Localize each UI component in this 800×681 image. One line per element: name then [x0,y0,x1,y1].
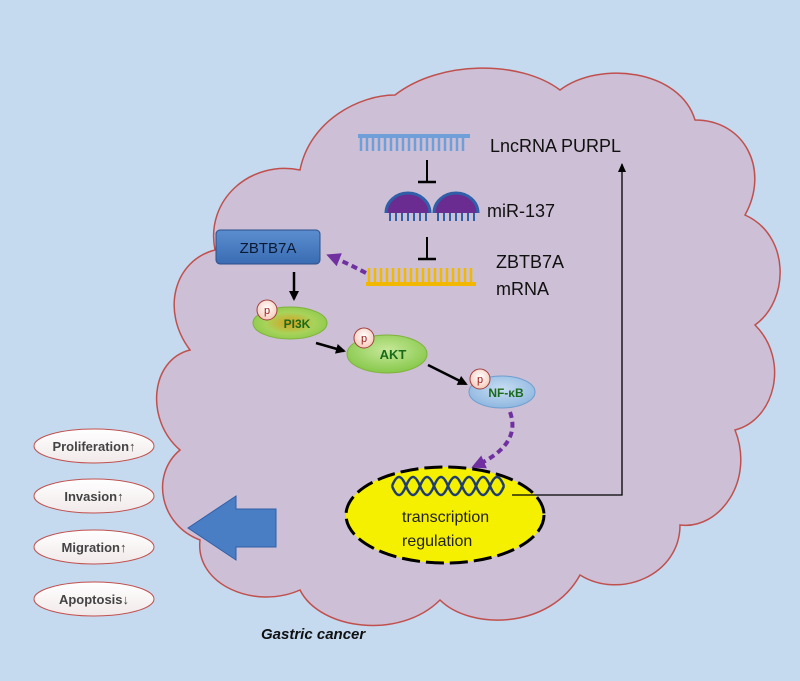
zbtb7a-box-label: ZBTB7A [240,240,297,257]
nfkb-to-nucleus-dashed-arrow [471,411,515,469]
outcome-oval [33,581,155,617]
mirna-bases [389,213,475,221]
mrna-bases [367,268,473,282]
outcome-oval [33,478,155,514]
nfkb-label: NF-κB [488,386,524,400]
lncrna-bases [359,138,465,151]
pi3k-label: PI3K [284,317,311,331]
nfkb-phospho-label: p [477,374,483,386]
lncrna-label: LncRNA PURPL [490,136,621,156]
akt-label: AKT [380,347,407,362]
translation-dashed-arrow [326,253,367,275]
pi3k-phospho-label: p [264,305,270,317]
outcome-arrow [187,495,277,561]
mrna-label-line2: mRNA [496,279,549,299]
zbtb7a-mrna-strand [366,282,476,286]
transcription-label-line2: regulation [402,533,472,550]
mirna-molecule-left [384,191,432,214]
cell-membrane [155,67,781,627]
zbtb7a-protein-box [215,229,321,265]
outcome-oval [33,428,155,464]
akt-phospho-label: p [361,333,367,345]
gastric-cancer-label: Gastric cancer [261,626,366,643]
outcome-label: Invasion↑ [64,489,123,504]
mirna-label: miR-137 [487,201,555,221]
outcome-label: Migration↑ [62,540,127,555]
outcome-label: Apoptosis↓ [59,592,129,607]
arrow-akt-to-nfkb [427,363,468,386]
dna-helix-icon [390,475,506,497]
mrna-label-line1: ZBTB7A [496,252,564,272]
mirna-molecule-right [432,191,480,214]
pi3k-phospho-badge [256,299,278,321]
arrow-pi3k-to-akt [315,341,346,354]
akt-phospho-badge [353,327,375,349]
nfkb-phospho-badge [469,368,491,390]
lncrna-purpl-strand [358,134,470,138]
outcome-label: Proliferation↑ [52,439,135,454]
feedback-arrow-to-lncrna [512,163,626,496]
outcome-oval [33,529,155,565]
transcription-label-line1: transcription [402,509,489,526]
